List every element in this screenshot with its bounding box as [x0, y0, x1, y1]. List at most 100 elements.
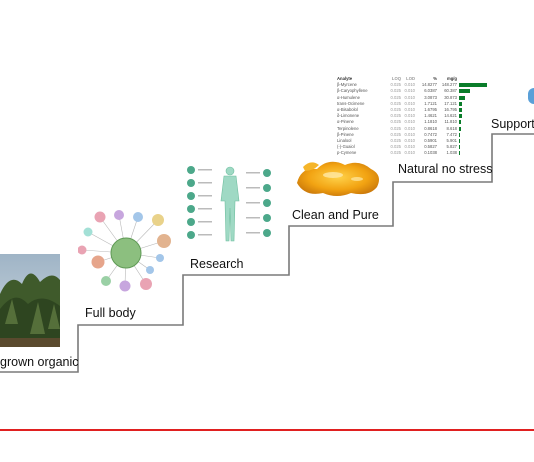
column-header: Analyte	[337, 76, 353, 81]
table-cell-lod: 0.010	[404, 100, 415, 106]
column-header: %	[433, 76, 437, 81]
table-cell-mg: 148.277	[441, 82, 457, 88]
table-cell-name: trans-Ocimene	[337, 100, 365, 106]
value-bar	[459, 126, 461, 131]
value-bar	[459, 132, 460, 137]
table-cell-mg: 11.810	[444, 119, 458, 125]
table-cell-loq: 0.025	[390, 125, 401, 131]
table-cell-pct: 1.4621	[424, 113, 437, 119]
table-cell-mg: 5.901	[446, 137, 457, 143]
table-cell-pct: 1.1810	[424, 119, 437, 125]
support-icon-partial	[528, 88, 534, 104]
table-cell-pct: 0.8618	[424, 125, 437, 131]
value-bar	[459, 83, 487, 88]
table-cell-name: p-Cymene	[337, 150, 357, 156]
table-cell-name: α-Pinene	[337, 119, 354, 125]
table-cell-pct: 1.6795	[424, 106, 437, 112]
network-diagram-image	[77, 208, 174, 294]
table-cell-lod: 0.010	[404, 125, 415, 131]
table-cell-loq: 0.025	[390, 150, 401, 156]
table-cell-name: α-Bisabolol	[337, 106, 358, 112]
value-bar	[459, 120, 461, 125]
table-cell-pct: 1.7121	[424, 100, 437, 106]
table-cell-name: Terpinolene	[337, 125, 359, 131]
table-cell-pct: 14.8277	[421, 82, 437, 88]
value-bar	[459, 151, 460, 156]
table-cell-mg: 1.038	[446, 150, 457, 156]
table-cell-mg: 60.387	[444, 88, 457, 94]
step-label-natural-no-stress: Natural no stress	[398, 162, 493, 176]
step-label-clean-and-pure: Clean and Pure	[292, 208, 379, 222]
value-bar	[459, 95, 465, 100]
table-header-row: Analyte LOQ LOD % mg/g	[337, 76, 487, 82]
step-label-support: Support	[491, 117, 534, 131]
table-cell-name: δ-Limonene	[337, 113, 360, 119]
table-cell-pct: 0.7472	[424, 131, 437, 137]
table-cell-pct: 0.5901	[424, 137, 437, 143]
table-cell-loq: 0.025	[390, 82, 401, 88]
column-header: LOQ	[391, 76, 401, 81]
step-label-research: Research	[190, 257, 244, 271]
table-cell-mg: 8.618	[446, 125, 457, 131]
column-header: LOD	[406, 76, 415, 81]
table-cell-lod: 0.010	[404, 82, 415, 88]
table-cell-name: β-Pinene	[337, 131, 354, 137]
value-bar	[459, 145, 460, 150]
bottom-red-rule	[0, 429, 534, 431]
table-cell-pct: 3.0873	[424, 94, 437, 100]
value-bar	[459, 108, 462, 113]
table-cell-lod: 0.010	[404, 150, 415, 156]
table-cell-mg: 5.827	[446, 144, 457, 150]
step-label-full-body: Full body	[85, 306, 136, 320]
table-cell-mg: 17.121	[444, 100, 457, 106]
table-cell-lod: 0.010	[404, 131, 415, 137]
value-bar	[459, 138, 460, 143]
table-cell-pct: 0.1038	[424, 150, 437, 156]
table-cell-mg: 7.472	[446, 131, 457, 137]
step-label-grown-organic: grown organic	[0, 355, 79, 369]
table-cell-name: β-Caryophyllene	[337, 88, 368, 94]
column-header: mg/g	[446, 76, 457, 81]
table-cell-loq: 0.025	[390, 113, 401, 119]
table-cell-mg: 14.621	[444, 113, 457, 119]
table-cell-lod: 0.010	[404, 94, 415, 100]
value-bar	[459, 89, 470, 94]
table-cell-lod: 0.010	[404, 113, 415, 119]
table-cell-loq: 0.025	[390, 94, 401, 100]
table-cell-pct: 6.0387	[424, 88, 437, 94]
table-cell-pct: 0.5827	[424, 144, 437, 150]
value-bar	[459, 101, 462, 106]
amber-concentrate-image	[293, 153, 383, 200]
table-cell-loq: 0.025	[390, 88, 401, 94]
table-cell-lod: 0.010	[404, 119, 415, 125]
table-cell-loq: 0.025	[390, 137, 401, 143]
table-cell-mg: 16.795	[444, 106, 457, 112]
table-cell-lod: 0.010	[404, 144, 415, 150]
table-cell-name: α-Humulene	[337, 94, 360, 100]
body-research-image	[184, 163, 276, 243]
value-bar	[459, 114, 462, 119]
table-cell-lod: 0.010	[404, 106, 415, 112]
cannabis-field-image	[0, 254, 60, 347]
table-cell-loq: 0.025	[390, 106, 401, 112]
table-cell-loq: 0.025	[390, 144, 401, 150]
table-cell-loq: 0.025	[390, 119, 401, 125]
table-cell-loq: 0.025	[390, 100, 401, 106]
table-cell-name: β-Myrcene	[337, 82, 357, 88]
table-cell-name: (-)-Guaiol	[337, 144, 355, 150]
table-cell-mg: 30.873	[444, 94, 457, 100]
